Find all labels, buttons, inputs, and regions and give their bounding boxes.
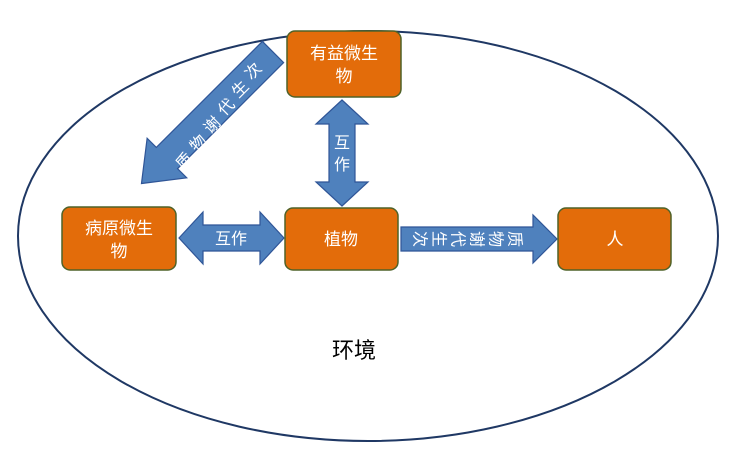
arrow-label-beneficial-plant-1: 互 [334, 133, 350, 152]
environment-label: 环境 [332, 339, 376, 364]
node-pathogen-line1: 病原微生 [85, 219, 153, 239]
node-beneficial-line1: 有益微生 [310, 44, 378, 64]
arrow-char: 谢 [468, 231, 487, 247]
arrow-char: 代 [449, 231, 468, 247]
arrow-label-pathogen-plant: 互作 [215, 229, 247, 248]
node-plant-label: 植物 [324, 230, 358, 250]
arrow-beneficial-to-pathogen [140, 40, 285, 185]
node-human: 人 [557, 207, 672, 271]
arrow-char: 生 [430, 231, 449, 247]
node-pathogen-microbes: 病原微生 物 [61, 206, 177, 271]
node-human-label: 人 [607, 230, 624, 250]
arrow-plant-to-human [400, 213, 558, 265]
arrow-label-plant-to-human: 次 生 代 谢 物 质 [411, 231, 525, 247]
arrow-pathogen-plant [178, 210, 285, 266]
node-pathogen-line2: 物 [111, 242, 128, 262]
arrow-label-beneficial-plant-2: 作 [334, 155, 350, 174]
node-plant: 植物 [284, 207, 399, 271]
arrow-char: 物 [487, 231, 506, 247]
arrow-char: 次 [411, 231, 430, 247]
node-beneficial-microbes: 有益微生 物 [286, 30, 402, 98]
arrow-char: 质 [506, 231, 525, 247]
arrow-beneficial-plant [314, 99, 370, 207]
node-beneficial-line2: 物 [336, 67, 353, 87]
